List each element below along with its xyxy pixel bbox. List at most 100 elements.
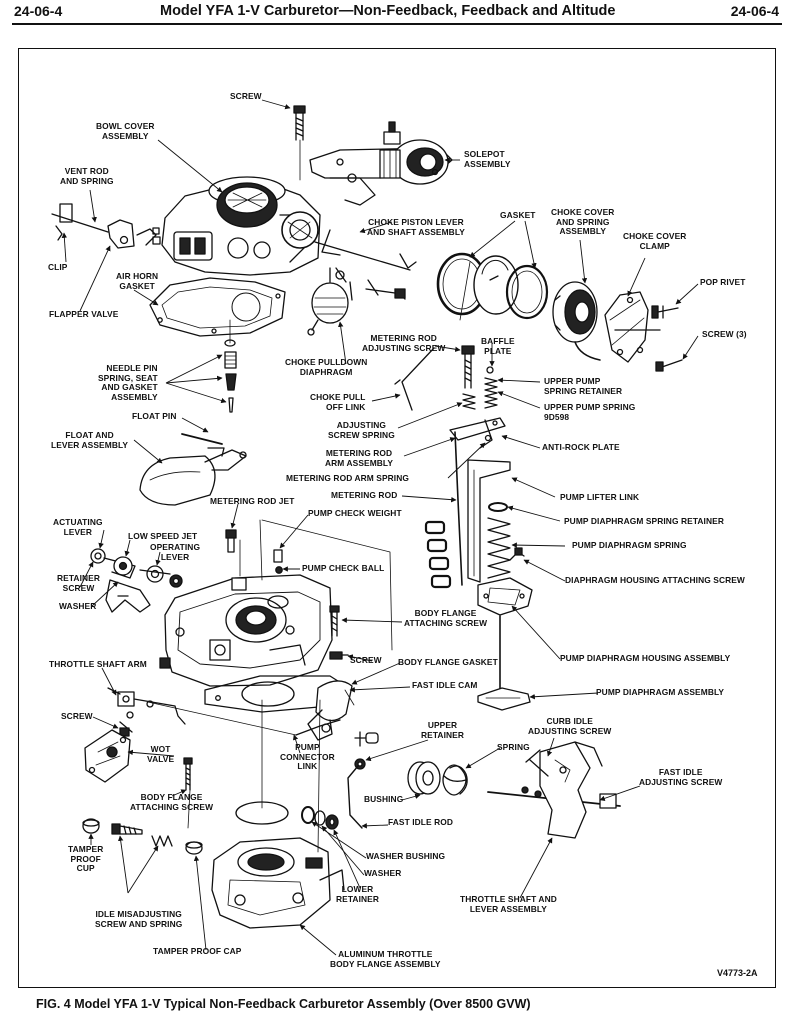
label-screw-left: SCREW [61,711,93,721]
label-pop-rivet: POP RIVET [700,277,746,287]
label-metering-rod: METERING ROD [331,490,398,500]
label-metering-arm: METERING ROD ARM ASSEMBLY [325,448,394,468]
label-choke-cover: CHOKE COVER AND SPRING ASSEMBLY [551,207,615,237]
label-retainer-screw: RETAINER SCREW [57,573,100,593]
top-screw-part [293,105,306,141]
label-throttle-lever: THROTTLE SHAFT AND LEVER ASSEMBLY [460,894,557,914]
label-throttle-arm: THROTTLE SHAFT ARM [49,659,147,669]
choke-piston-lever-part [314,229,417,301]
figure-caption: FIG. 4 Model YFA 1-V Typical Non-Feedbac… [36,997,531,1011]
pump-diaphragm-assembly-part [477,615,531,711]
label-pump-housing-assy: PUMP DIAPHRAGM HOUSING ASSEMBLY [560,653,731,663]
label-aluminum-flange: ALUMINUM THROTTLE BODY FLANGE ASSEMBLY [330,949,441,969]
label-pump-connector: PUMP CONNECTOR LINK [280,742,335,772]
vent-rod-part [51,203,161,249]
pop-rivet-part [651,305,679,319]
label-float-pin: FLOAT PIN [132,411,177,421]
label-spring: SPRING [497,742,530,752]
screw-left-part [119,721,133,737]
label-baffle: BAFFLE PLATE [481,336,515,356]
label-air-horn: AIR HORN GASKET [116,271,159,291]
label-curb-idle: CURB IDLE ADJUSTING SCREW [528,716,612,736]
label-choke-pull-off: CHOKE PULL OFF LINK [310,392,366,412]
label-body-flange-screw-lower: BODY FLANGE ATTACHING SCREW [130,792,214,812]
label-tamper-cup: TAMPER PROOF CUP [68,844,104,874]
label-gasket: GASKET [500,210,536,220]
label-pump-lifter: PUMP LIFTER LINK [560,492,640,502]
pump-diaphragm-spring-part [487,502,511,579]
label-fast-idle-cam: FAST IDLE CAM [412,680,478,690]
float-pin-part [181,433,223,445]
label-low-speed: LOW SPEED JET [128,531,198,541]
label-needle-pin: NEEDLE PIN SPRING, SEAT AND GASKET ASSEM… [98,363,158,402]
label-pump-check-weight: PUMP CHECK WEIGHT [308,508,402,518]
label-bowl-cover: BOWL COVER ASSEMBLY [96,121,155,141]
label-upper-pump-ret: UPPER PUMP SPRING RETAINER [544,376,623,396]
label-actuating: ACTUATING LEVER [53,517,103,537]
header-rule [12,23,782,25]
throttle-body-flange-part [211,801,345,929]
label-upper-retainer: UPPER RETAINER [421,720,464,740]
metering-rod-arm-part [449,417,506,449]
idle-spring-part [151,835,173,847]
label-choke-pulldown: CHOKE PULLDOWN DIAPHRAGM [285,357,368,377]
label-operating: OPERATING LEVER [150,542,201,562]
header-title: Model YFA 1-V Carburetor—Non-Feedback, F… [160,3,616,19]
label-fast-idle-rod: FAST IDLE ROD [388,817,454,827]
label-body-flange-screw-upper: BODY FLANGE ATTACHING SCREW [404,608,488,628]
page-number-left: 24-06-4 [14,3,63,19]
metering-rod-jet-part [225,529,237,553]
label-metering-arm-spring: METERING ROD ARM SPRING [286,473,409,483]
throttle-shaft-arm-part [107,687,186,725]
actuating-lever-part [90,548,183,613]
label-washer-lower: WASHER [364,868,402,878]
label-fast-idle-screw: FAST IDLE ADJUSTING SCREW [639,767,723,787]
label-diaph-housing-screw: DIAPHRAGM HOUSING ATTACHING SCREW [565,575,745,585]
label-vent-rod: VENT ROD AND SPRING [60,166,114,186]
label-lower-retainer: LOWER RETAINER [336,884,379,904]
fast-idle-rod-part [347,765,363,829]
air-horn-gasket-part [149,277,286,337]
screw-mid-part [329,651,349,660]
label-bushing: BUSHING [364,794,404,804]
label-pump-diaph-spring: PUMP DIAPHRAGM SPRING [572,540,687,550]
throttle-shaft-lever-part [487,741,621,839]
label-screw3: SCREW (3) [702,329,747,339]
bushing-part [407,761,441,795]
label-tamper-cap: TAMPER PROOF CAP [153,946,242,956]
choke-pulldown-diaphragm-part [307,267,349,336]
metering-rod-part [454,431,463,586]
label-choke-piston: CHOKE PISTON LEVER AND SHAFT ASSEMBLY [367,217,465,237]
tamper-cup-part [82,818,100,834]
choke-cover-clamp-part [604,291,661,363]
label-clip: CLIP [48,262,68,272]
pump-small-gaskets-part [424,520,452,589]
pump-diaphragm-housing-part [477,547,533,616]
metering-adjusting-screw-part [461,345,475,389]
label-wot: WOT VALVE [147,744,175,764]
spring-part [442,764,468,796]
label-anti-rock: ANTI-ROCK PLATE [542,442,620,452]
label-idle-misadj: IDLE MISADJUSTING SCREW AND SPRING [95,909,183,929]
needle-pin-part [224,339,237,413]
body-flange-screw-upper-part [329,605,340,637]
page-number-right: 24-06-4 [730,3,779,19]
label-body-flange-gasket: BODY FLANGE GASKET [398,657,498,667]
pump-lifter-link-part [467,459,511,583]
label-washer-left: WASHER [59,601,97,611]
bowl-cover-part [161,176,321,276]
label-adj-screw-spring: ADJUSTING SCREW SPRING [328,420,395,440]
wot-valve-part [84,729,131,783]
fast-idle-cam-part [307,680,355,741]
solepot-part [309,121,453,206]
adjusting-screw-spring-part [462,393,476,410]
idle-misadj-screw-part [111,823,143,835]
label-upper-pump-spring: UPPER PUMP SPRING 9D598 [544,402,636,422]
body-flange-screw-lower-part [183,757,193,791]
label-solepot: SOLEPOT ASSEMBLY [464,149,511,169]
label-flapper: FLAPPER VALVE [49,309,119,319]
screw3-part [655,359,683,372]
float-lever-part [139,447,247,506]
label-metering-adj: METERING ROD ADJUSTING SCREW [362,333,446,353]
